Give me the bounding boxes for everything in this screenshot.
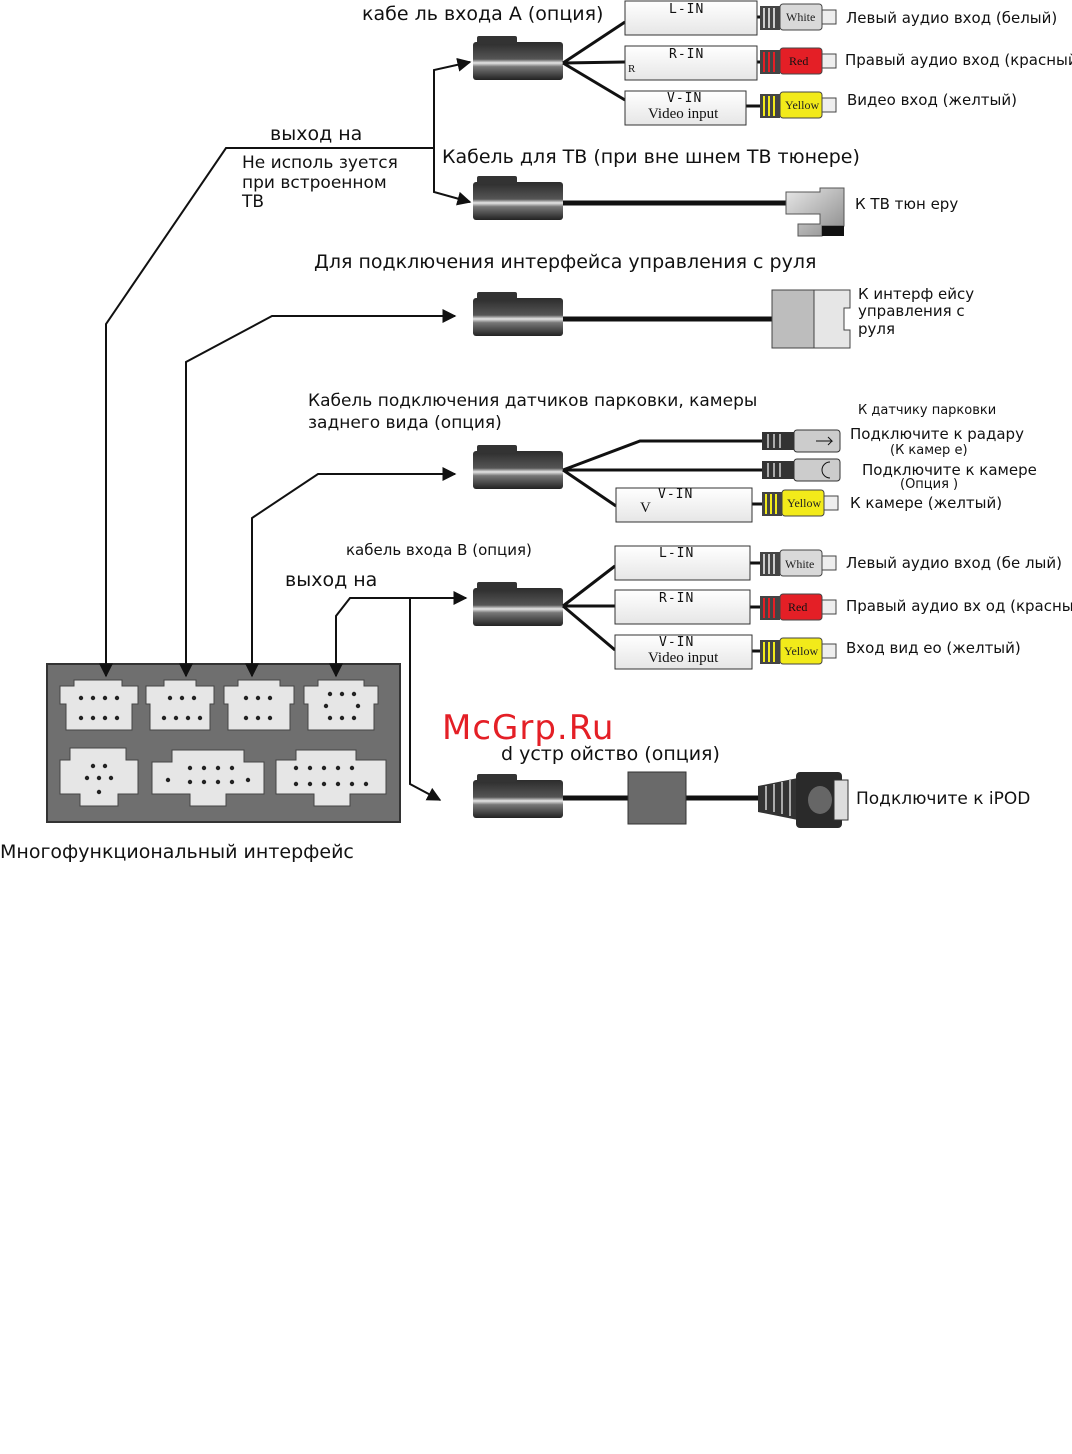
socket-2 [145,679,215,731]
socket-6 [151,749,265,807]
rca-plug-yellow-parking [762,489,839,517]
socket-1 [59,679,139,731]
cable-b-left-audio: Левый аудио вход (бе лый) [846,554,1063,572]
parking-box-v-label: V-IN [658,487,694,502]
cable-b-video: Вход вид ео (желтый) [846,639,1021,657]
rca-plug-red-b [760,593,837,621]
plug-label-yellow-a: Yellow [785,98,820,112]
connector-steering [473,292,563,336]
to-steering-label: К интерф ейсу управления с руля [858,285,975,338]
parking-wires [562,439,762,508]
connect-camera-label: Подключите к камере [862,461,1037,479]
cable-a-box-r [624,45,758,81]
option-paren-label: (Опция ) [900,477,959,492]
cable-b-wires [562,561,760,653]
cable-a-box-r-label: R-IN [669,47,705,62]
multi-interface-label: Многофункциональный интерфейс [0,841,354,863]
cable-a-right-audio: Правый аудио вход (красный) [845,51,1072,69]
socket-4 [303,679,379,731]
connector-tv [473,176,563,220]
tv-tuner-plug [785,187,845,237]
rca-plug-white-a [760,3,837,31]
multifunction-interface-panel [46,663,401,823]
cable-a-box-v [624,90,747,126]
socket-3 [223,679,295,731]
connector-ipod [473,774,563,818]
ipod-title: d устр ойство (опция) [501,743,720,765]
to-parking-sensor-label: К датчику парковки [858,403,997,418]
rca-plug-red-a [760,47,837,75]
rca-plug-yellow-a [760,91,837,119]
connector-cable-b [473,582,563,626]
plug-label-red-a: Red [789,54,809,68]
connection-lines [99,57,472,801]
cable-b-title: кабель входа В (опция) [346,541,532,559]
cable-b-box-l [614,545,751,581]
watermark: McGrp.Ru [442,708,615,748]
rca-plug-yellow-b [760,637,837,665]
plug-label-white-a: White [786,10,816,24]
cable-a-left-audio: Левый аудио вход (белый) [846,9,1058,27]
parking-radar-plug [762,429,841,453]
cable-a-video: Видео вход (желтый) [847,91,1017,109]
steering-title: Для подключения интерфейса управления с … [314,251,817,273]
socket-7 [275,749,387,807]
cable-a-box-v-label: V-IN [667,91,703,106]
parking-title: Кабель подключения датчиков парковки, ка… [308,391,758,434]
connector-cable-a [473,36,563,80]
connect-ipod-label: Подключите к iPOD [856,789,1031,809]
cable-b-box-v-label: V-IN [659,635,695,650]
parking-camera-plug [762,458,841,482]
connect-radar-label: Подключите к радару [850,425,1024,443]
cable-b-box-r [614,589,751,625]
to-camera-yellow-label: К камере (желтый) [850,494,1003,512]
cable-b-right-audio: Правый аудио вх од (красный) [846,597,1072,615]
plug-label-white-b: White [785,557,815,571]
cable-b-box-v [614,634,753,670]
out-to-label-2: выход на [285,569,378,591]
parking-box-v [615,487,753,523]
connector-parking [473,445,563,489]
socket-5 [59,747,139,807]
cable-a-box-r-sub: R [628,63,636,75]
steering-plug [771,289,851,349]
cable-a-box-v-sub: Video input [648,106,719,122]
to-camera-paren-label: (К камер е) [890,443,968,458]
to-tv-tuner-label: К ТВ тюн еру [855,195,959,213]
parking-box-v-sub: V [640,500,651,516]
out-to-label-1: выход на [270,123,363,145]
ipod-adapter-box [627,771,687,825]
plug-label-yellow-parking: Yellow [787,496,822,510]
plug-label-red-b: Red [788,600,808,614]
cable-b-box-r-label: R-IN [659,591,695,606]
cable-b-box-l-label: L-IN [659,546,695,561]
cable-b-box-v-sub: Video input [648,650,719,666]
cable-a-title: кабе ль входа А (опция) [362,3,604,25]
ipod-plug [758,772,849,828]
plug-label-yellow-b: Yellow [784,644,819,658]
cable-a-box-l [624,0,758,36]
tv-cable-title: Кабель для ТВ (при вне шнем ТВ тюнере) [442,146,860,168]
rca-plug-white-b [760,549,837,577]
not-used-note: Не исполь зуется при встроенном ТВ [242,153,398,213]
cable-a-box-l-label: L-IN [669,2,705,17]
